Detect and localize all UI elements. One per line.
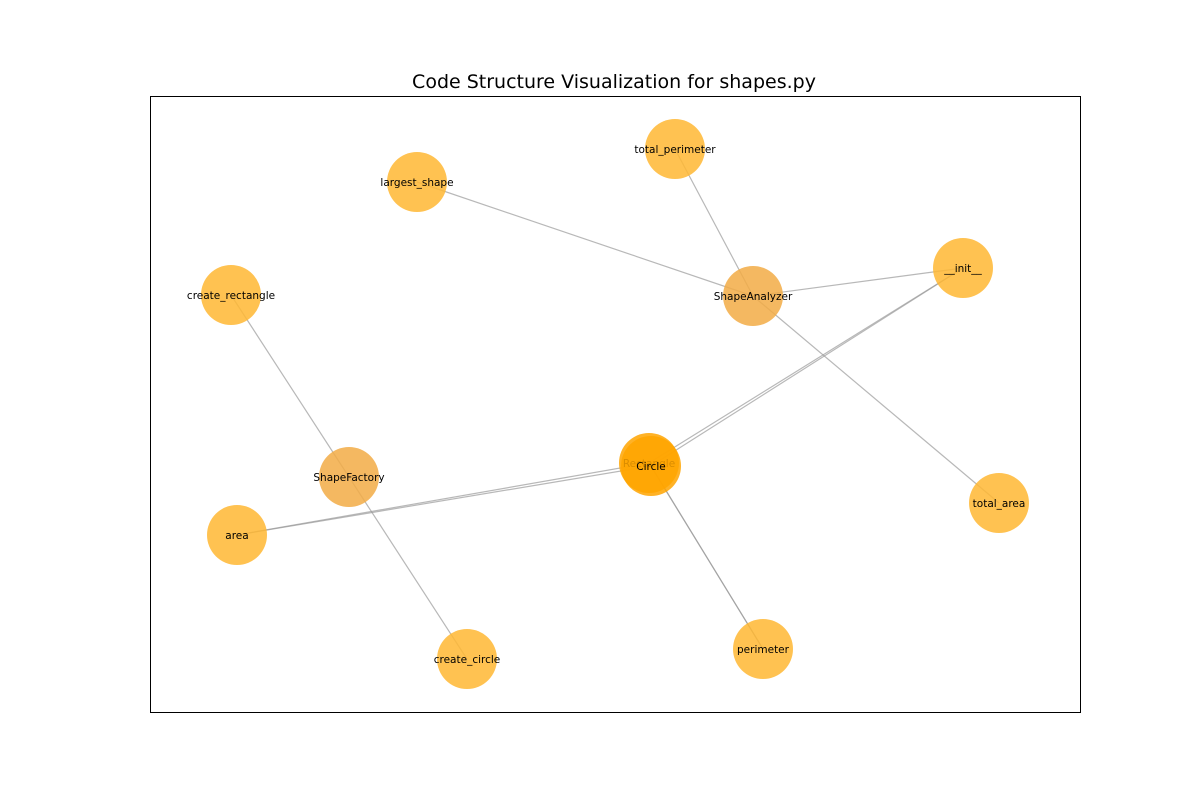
node-label-total-area: total_area xyxy=(973,498,1026,510)
edges-layer xyxy=(230,148,1000,660)
node-shapeanalyzer[interactable]: ShapeAnalyzer xyxy=(714,266,793,326)
node-circle-perimeter xyxy=(733,619,793,679)
node-largest-shape[interactable]: largest_shape xyxy=(380,152,454,212)
node-label-shapeanalyzer: ShapeAnalyzer xyxy=(714,291,793,303)
node-circle-create-circle xyxy=(437,629,497,689)
edge-shapeanalyzer-to-total-area xyxy=(752,295,1000,504)
edge-circle-to-perimeter xyxy=(650,465,764,650)
node-label-init: __init__ xyxy=(943,263,982,275)
node-circle-init xyxy=(933,238,993,298)
node-label-perimeter: perimeter xyxy=(737,644,790,656)
node-shapefactory[interactable]: ShapeFactory xyxy=(313,447,385,507)
node-label-total-perimeter: total_perimeter xyxy=(634,144,716,156)
node-circle-shapeanalyzer xyxy=(723,266,783,326)
node-label-shapefactory: ShapeFactory xyxy=(313,472,384,484)
node-area[interactable]: area xyxy=(207,505,267,565)
node-label-create-circle: create_circle xyxy=(434,654,501,666)
node-circle-area xyxy=(207,505,267,565)
node-circle-shapefactory xyxy=(319,447,379,507)
node-circle-largest-shape xyxy=(387,152,447,212)
node-circle-circle xyxy=(621,436,681,496)
edge-circle-to-area xyxy=(236,465,652,536)
edge-circle-to-init xyxy=(650,267,964,467)
node-circle-create-rectangle xyxy=(201,265,261,325)
node-total-perimeter[interactable]: total_perimeter xyxy=(634,119,716,179)
node-perimeter[interactable]: perimeter xyxy=(733,619,793,679)
node-circle-total-area xyxy=(969,473,1029,533)
node-label-create-rectangle: create_rectangle xyxy=(187,290,275,302)
node-init[interactable]: __init__ xyxy=(933,238,993,298)
node-label-largest-shape: largest_shape xyxy=(380,177,453,189)
nodes-layer: total_perimeter largest_shape __init__ Shap… xyxy=(187,119,1029,689)
node-circle[interactable]: Circle xyxy=(621,436,681,496)
edge-rectangle-to-init xyxy=(648,267,964,464)
edge-shapefactory-to-create-circle xyxy=(348,476,468,660)
edge-shapeanalyzer-to-init xyxy=(752,267,964,297)
edge-shapefactory-to-create-rectangle xyxy=(230,294,350,478)
node-label-circle: Circle xyxy=(636,461,666,473)
node-total-area[interactable]: total_area xyxy=(969,473,1029,533)
node-create-circle[interactable]: create_circle xyxy=(434,629,501,689)
node-circle-total-perimeter xyxy=(645,119,705,179)
diagram-title: Code Structure Visualization for shapes.… xyxy=(412,71,816,93)
node-label-area: area xyxy=(225,530,248,542)
edge-shapeanalyzer-to-largest-shape xyxy=(416,181,754,297)
plot-frame xyxy=(150,96,1081,713)
node-create-rectangle[interactable]: create_rectangle xyxy=(187,265,275,325)
